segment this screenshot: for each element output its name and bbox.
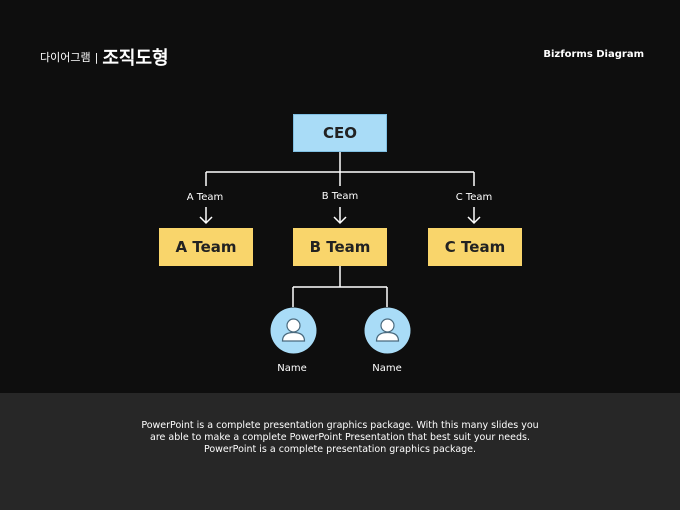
- person-icon: [364, 307, 411, 354]
- team-node-b: B Team: [293, 228, 387, 266]
- team-node-c: C Team: [428, 228, 522, 266]
- person-icon: [270, 307, 317, 354]
- arrow-down-icon: [333, 207, 347, 225]
- description-text: PowerPoint is a complete presentation gr…: [141, 420, 539, 455]
- ceo-node: CEO: [293, 114, 387, 152]
- member-name-2: Name: [372, 363, 402, 374]
- diagram-area: [0, 0, 680, 393]
- header: 다이어그램|조직도형: [40, 44, 169, 70]
- page-title: 조직도형: [102, 48, 169, 69]
- footer-band: [0, 393, 680, 510]
- member-name-1: Name: [277, 363, 307, 374]
- branch-label-a: A Team: [186, 192, 224, 203]
- branch-label-c: C Team: [455, 192, 493, 203]
- team-node-a: A Team: [159, 228, 253, 266]
- arrow-down-icon: [467, 207, 481, 225]
- header-subtitle: 다이어그램: [40, 51, 91, 64]
- branch-label-b: B Team: [321, 191, 359, 202]
- arrow-down-icon: [199, 207, 213, 225]
- header-separator: |: [94, 50, 99, 64]
- brand-label: Bizforms Diagram: [543, 49, 644, 60]
